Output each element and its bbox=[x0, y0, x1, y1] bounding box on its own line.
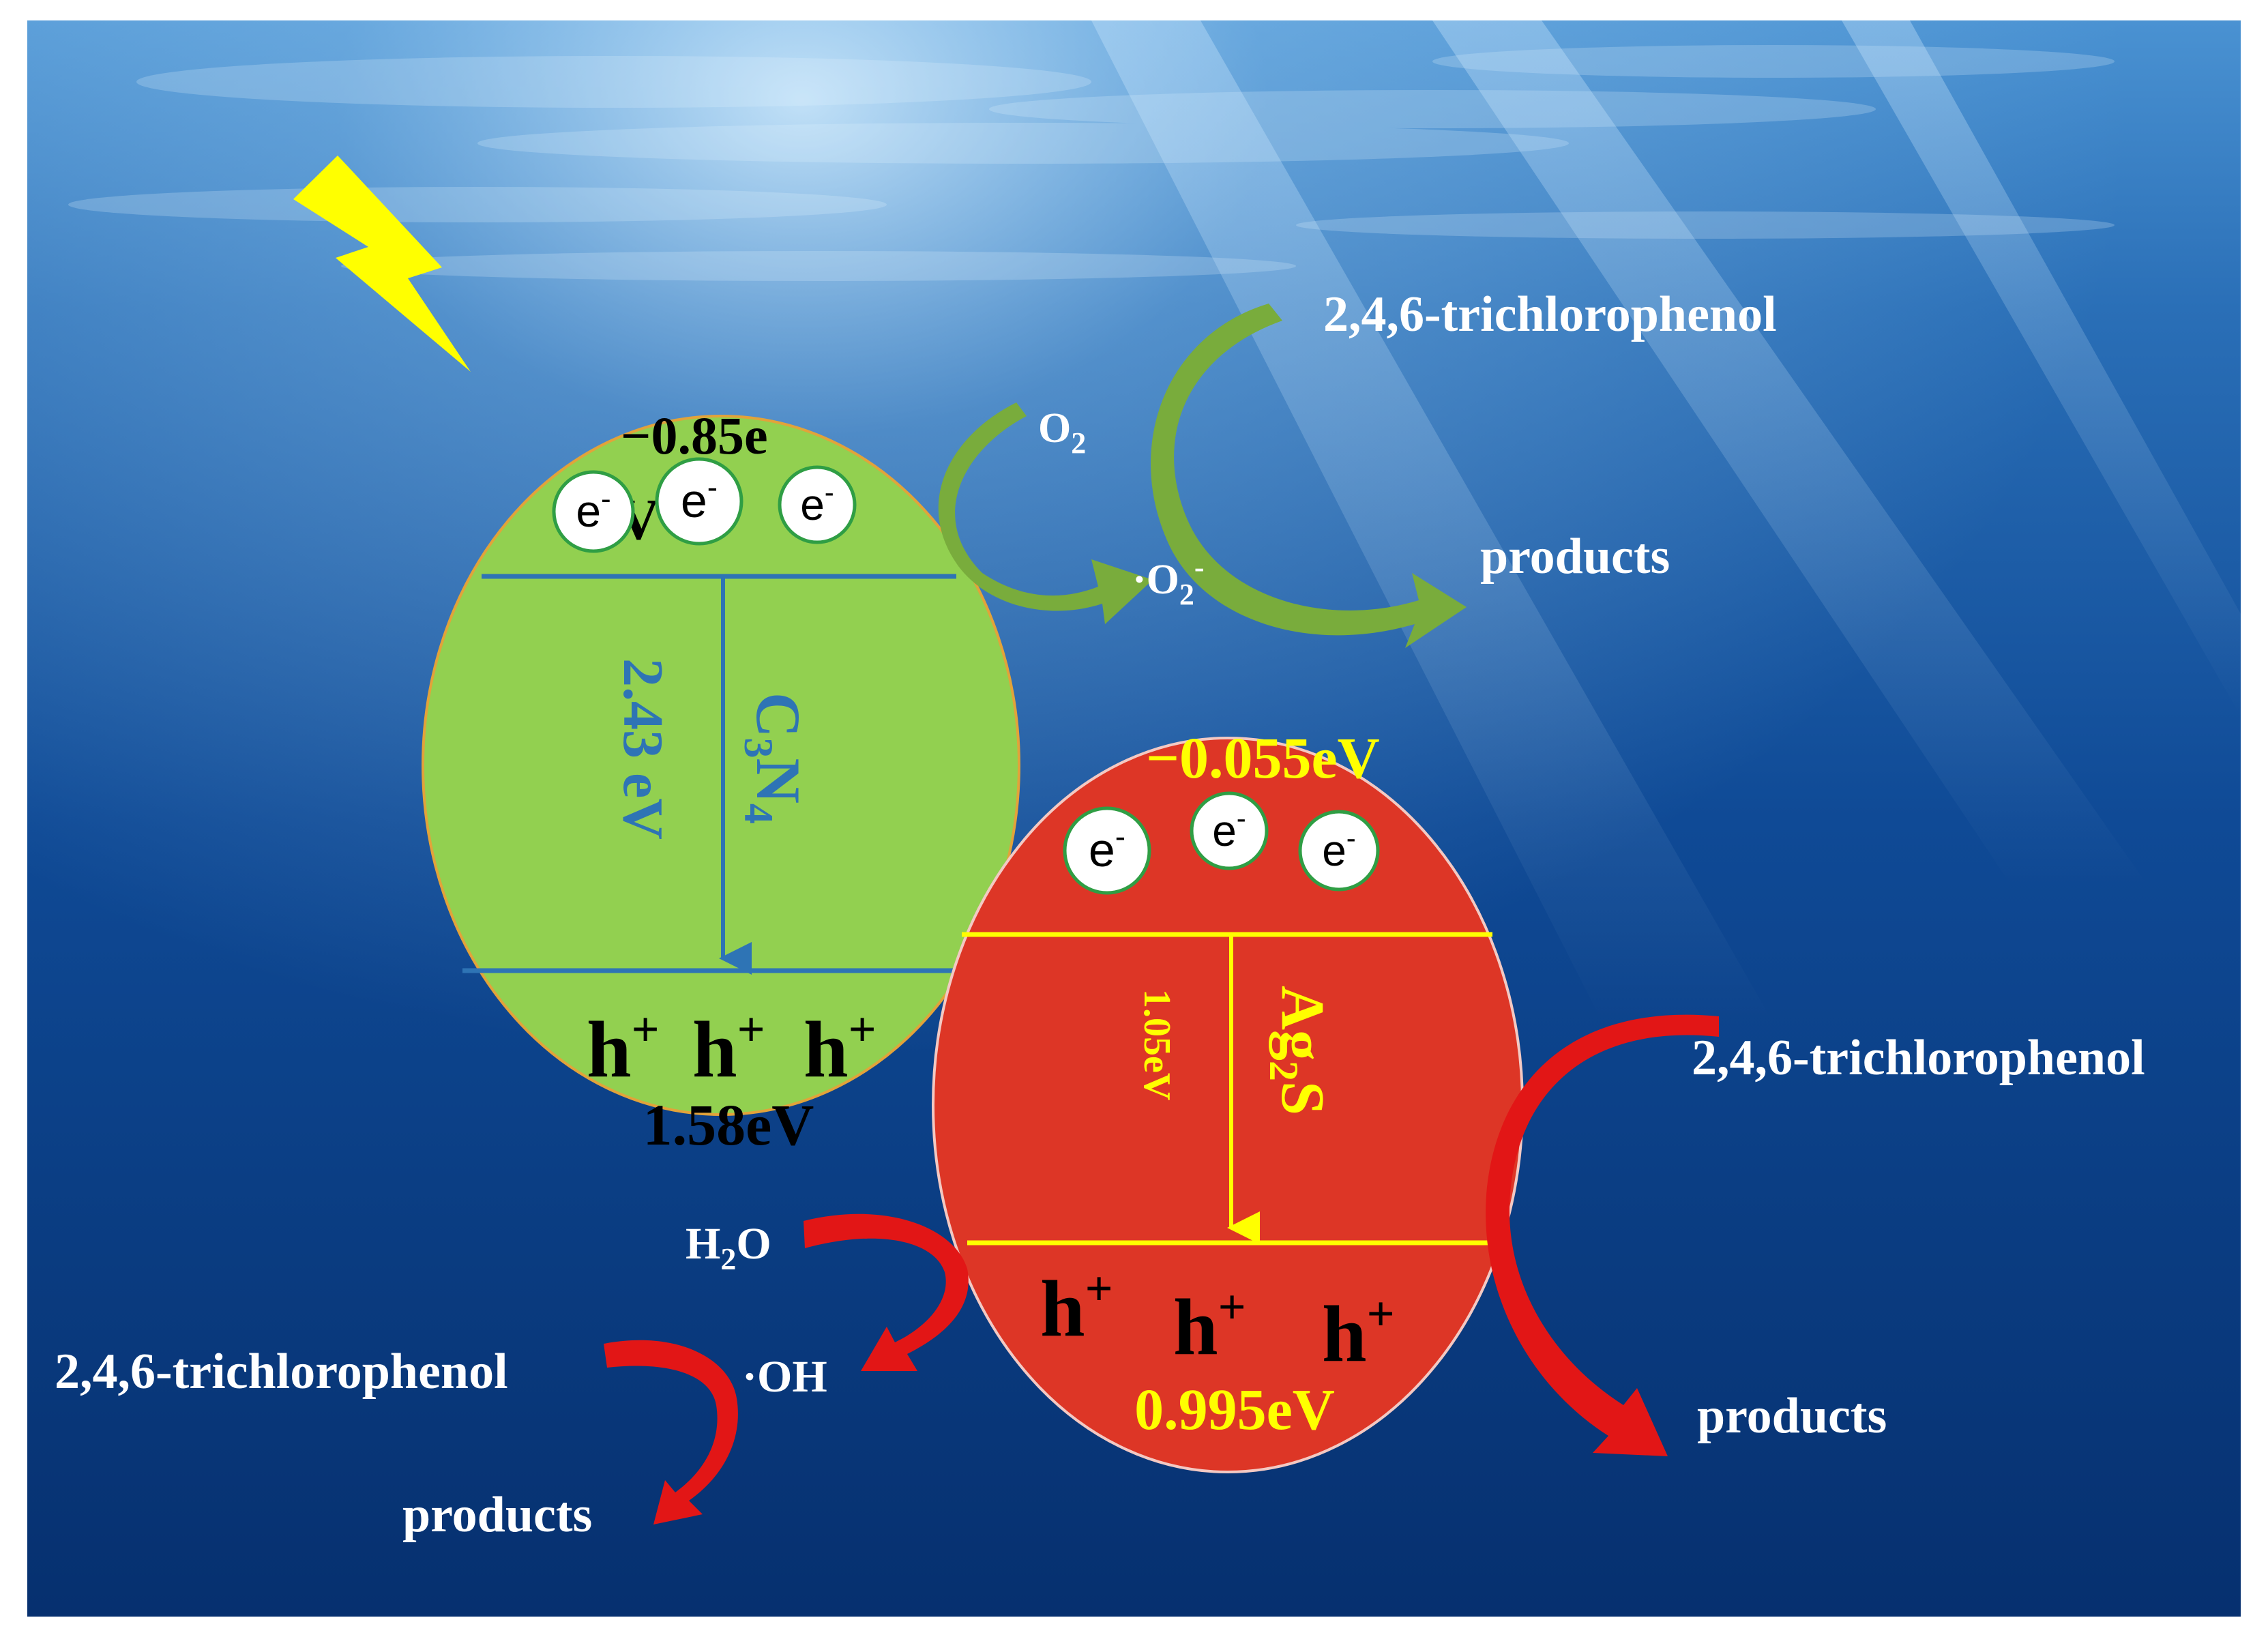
ag2s-band bbox=[932, 737, 1524, 1473]
electron-icon: e- bbox=[1063, 806, 1151, 895]
pollutant-degradation-arrow-red-left bbox=[604, 1340, 738, 1524]
pollutant-degradation-arrow-red-right bbox=[1486, 1014, 1719, 1456]
svg-text:e-: e- bbox=[1212, 802, 1246, 855]
o2-label: O2 bbox=[1038, 405, 1086, 460]
svg-text:e-: e- bbox=[1089, 819, 1125, 877]
ag2s-cb-potential: −0.055eV bbox=[1146, 725, 1380, 791]
products-label-top: products bbox=[1480, 529, 1670, 585]
c3n4-cb-potential: −0.85e bbox=[621, 406, 768, 465]
ag2s-name-label: Ag2S bbox=[1261, 986, 1336, 1115]
ag2s-holes: h+ h+ h+ bbox=[1040, 1261, 1395, 1379]
hole-label: h+ bbox=[1040, 1261, 1113, 1353]
pollutant-degradation-arrow-green bbox=[1151, 304, 1467, 648]
c3n4-band bbox=[422, 415, 1020, 1116]
hole-label: h+ bbox=[804, 1002, 877, 1094]
superoxide-label: ·O2- bbox=[1132, 550, 1205, 611]
hole-label: h+ bbox=[1322, 1286, 1395, 1379]
pollutant-label-left: 2,4,6-trichlorophenol bbox=[55, 1344, 508, 1400]
o2-reduction-arrow bbox=[938, 402, 1153, 624]
ag2s-bandgap-label: 1.05eV bbox=[1136, 989, 1178, 1100]
c3n4-bandgap-label: 2.43 eV bbox=[611, 658, 675, 840]
hole-label: h+ bbox=[587, 1002, 660, 1094]
lightning-icon bbox=[293, 156, 471, 372]
pollutant-label-top: 2,4,6-trichlorophenol bbox=[1323, 286, 1777, 342]
electron-icon: e- bbox=[655, 457, 743, 546]
h2o-label: H2O bbox=[686, 1219, 771, 1276]
green-arrows bbox=[938, 304, 1467, 648]
svg-text:e-: e- bbox=[1322, 822, 1356, 875]
svg-text:e-: e- bbox=[800, 476, 834, 529]
red-arrows bbox=[604, 1014, 1719, 1524]
ag2s-electrons: e- e- e- bbox=[1063, 791, 1380, 895]
hole-label: h+ bbox=[1173, 1280, 1246, 1372]
c3n4-vb-potential: 1.58eV bbox=[643, 1092, 814, 1158]
c3n4-electrons: e- e- e- bbox=[552, 457, 857, 553]
pollutant-label-right: 2,4,6-trichlorophenol bbox=[1692, 1030, 2145, 1086]
ag2s-vb-potential: 0.995eV bbox=[1134, 1376, 1335, 1442]
svg-text:e-: e- bbox=[576, 482, 610, 536]
electron-icon: e- bbox=[1190, 791, 1269, 870]
hydroxyl-label: ·OH bbox=[742, 1352, 827, 1402]
hole-label: h+ bbox=[692, 1002, 765, 1094]
electron-icon: e- bbox=[1298, 810, 1380, 892]
water-oxidation-arrow bbox=[804, 1213, 969, 1371]
c3n4-name-label: C3N4 bbox=[736, 692, 813, 824]
svg-text:e-: e- bbox=[681, 469, 718, 527]
electron-icon: e- bbox=[778, 465, 857, 544]
products-label-right: products bbox=[1697, 1388, 1887, 1444]
c3n4-holes: h+ h+ h+ bbox=[587, 1002, 877, 1094]
products-label-left: products bbox=[402, 1487, 592, 1543]
electron-icon: e- bbox=[552, 470, 635, 553]
